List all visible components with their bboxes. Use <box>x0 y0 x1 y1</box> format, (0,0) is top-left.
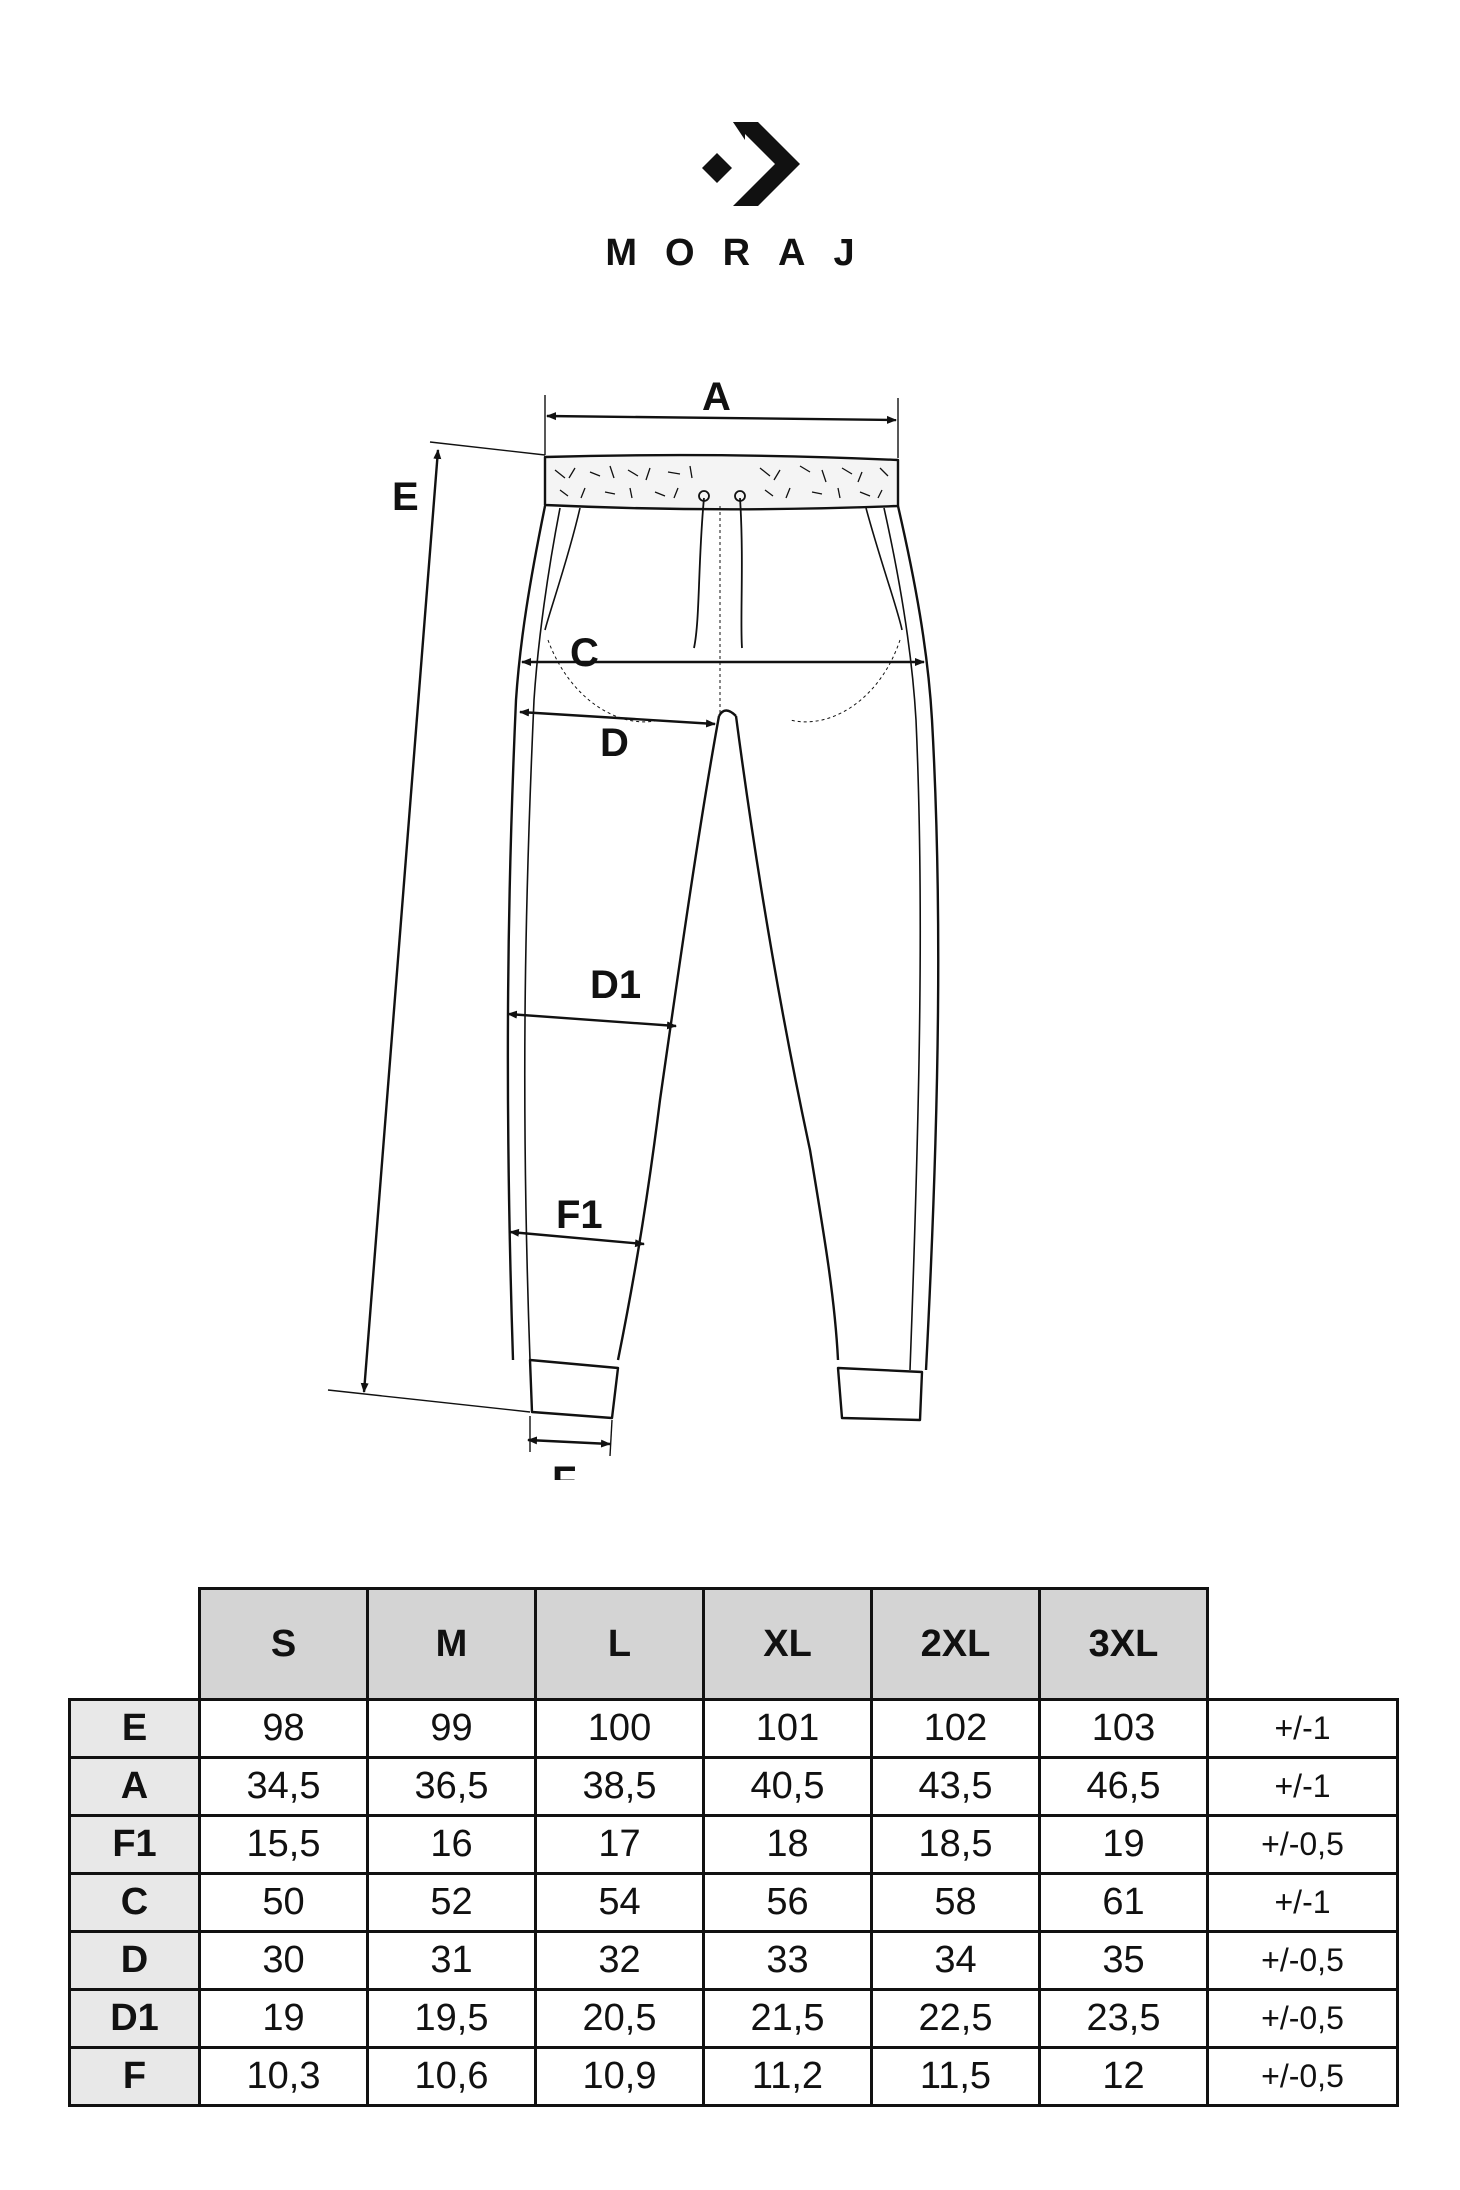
size-header-s: S <box>198 1587 369 1701</box>
table-cell: 12 <box>1038 2046 1209 2107</box>
table-cell: 19 <box>1038 1814 1209 1875</box>
table-cell: 52 <box>366 1872 537 1933</box>
label-c: C <box>570 631 599 675</box>
table-cell: 38,5 <box>534 1756 705 1817</box>
table-row: E 98 99 100 101 102 103 +/-1 <box>68 1698 1399 1759</box>
corner-cell <box>69 1588 200 1701</box>
table-cell: 30 <box>198 1930 369 1991</box>
table-cell: 19,5 <box>366 1988 537 2049</box>
brand-name: MORAJ <box>605 232 883 274</box>
table-cell: 32 <box>534 1930 705 1991</box>
row-label: E <box>68 1698 201 1759</box>
pants-outline <box>506 453 940 1422</box>
table-cell: 11,2 <box>702 2046 873 2107</box>
label-f: F <box>552 1459 576 1480</box>
table-row: F1 15,5 16 17 18 18,5 19 +/-0,5 <box>68 1814 1399 1875</box>
table-cell: 50 <box>198 1872 369 1933</box>
label-d1: D1 <box>590 963 641 1007</box>
table-cell: 35 <box>1038 1930 1209 1991</box>
dim-f-line <box>527 1436 611 1448</box>
table-cell: 19 <box>198 1988 369 2049</box>
table-cell: 20,5 <box>534 1988 705 2049</box>
tolerance-cell: +/-1 <box>1206 1872 1399 1933</box>
table-cell: 15,5 <box>198 1814 369 1875</box>
table-cell: 23,5 <box>1038 1988 1209 2049</box>
dim-a-line <box>546 412 897 424</box>
table-cell: 18,5 <box>870 1814 1041 1875</box>
tolerance-cell: +/-0,5 <box>1206 1814 1399 1875</box>
tolerance-header-cell <box>1206 1588 1398 1701</box>
label-f1: F1 <box>556 1193 603 1237</box>
brand-logo-icon <box>702 122 800 206</box>
table-row: D1 19 19,5 20,5 21,5 22,5 23,5 +/-0,5 <box>68 1988 1399 2049</box>
table-cell: 18 <box>702 1814 873 1875</box>
table-cell: 10,9 <box>534 2046 705 2107</box>
table-cell: 61 <box>1038 1872 1209 1933</box>
tolerance-cell: +/-1 <box>1206 1698 1399 1759</box>
table-cell: 34 <box>870 1930 1041 1991</box>
row-label: D1 <box>68 1988 201 2049</box>
tolerance-cell: +/-0,5 <box>1206 1988 1399 2049</box>
pants-measurement-diagram: A E C D D1 F1 F <box>327 375 940 1480</box>
table-row: A 34,5 36,5 38,5 40,5 43,5 46,5 +/-1 <box>68 1756 1399 1817</box>
size-header-3xl: 3XL <box>1038 1587 1209 1701</box>
table-cell: 43,5 <box>870 1756 1041 1817</box>
table-cell: 46,5 <box>1038 1756 1209 1817</box>
table-cell: 33 <box>702 1930 873 1991</box>
measurement-labels: A E C D D1 F1 F <box>392 375 731 1480</box>
size-chart-table: S M L XL 2XL 3XL E 98 99 100 101 102 103… <box>68 1587 1399 2107</box>
table-cell: 98 <box>198 1698 369 1759</box>
dim-d1-line <box>507 1010 677 1030</box>
table-row: D 30 31 32 33 34 35 +/-0,5 <box>68 1930 1399 1991</box>
size-header-2xl: 2XL <box>870 1587 1041 1701</box>
row-label: F1 <box>68 1814 201 1875</box>
table-row: F 10,3 10,6 10,9 11,2 11,5 12 +/-0,5 <box>68 2046 1399 2107</box>
tolerance-cell: +/-0,5 <box>1206 1930 1399 1991</box>
row-label: D <box>68 1930 201 1991</box>
dim-d-line <box>519 708 716 728</box>
row-label: C <box>68 1872 201 1933</box>
size-header-xl: XL <box>702 1587 873 1701</box>
table-cell: 36,5 <box>366 1756 537 1817</box>
dim-e-line <box>360 449 442 1393</box>
table-cell: 10,3 <box>198 2046 369 2107</box>
table-cell: 58 <box>870 1872 1041 1933</box>
label-e: E <box>392 475 419 519</box>
table-cell: 54 <box>534 1872 705 1933</box>
row-label: F <box>68 2046 201 2107</box>
table-cell: 31 <box>366 1930 537 1991</box>
waistband-texture <box>554 465 889 499</box>
label-a: A <box>702 375 731 419</box>
table-cell: 34,5 <box>198 1756 369 1817</box>
size-header-l: L <box>534 1587 705 1701</box>
table-cell: 16 <box>366 1814 537 1875</box>
size-header-m: M <box>366 1587 537 1701</box>
tolerance-cell: +/-1 <box>1206 1756 1399 1817</box>
measurement-lines <box>327 395 925 1457</box>
tolerance-cell: +/-0,5 <box>1206 2046 1399 2107</box>
table-cell: 99 <box>366 1698 537 1759</box>
table-cell: 100 <box>534 1698 705 1759</box>
table-cell: 21,5 <box>702 1988 873 2049</box>
table-cell: 11,5 <box>870 2046 1041 2107</box>
table-cell: 40,5 <box>702 1756 873 1817</box>
table-row: C 50 52 54 56 58 61 +/-1 <box>68 1872 1399 1933</box>
table-cell: 56 <box>702 1872 873 1933</box>
table-cell: 103 <box>1038 1698 1209 1759</box>
row-label: A <box>68 1756 201 1817</box>
table-cell: 101 <box>702 1698 873 1759</box>
label-d: D <box>600 721 629 765</box>
table-cell: 17 <box>534 1814 705 1875</box>
size-header-row: S M L XL 2XL 3XL <box>69 1587 1398 1701</box>
table-cell: 10,6 <box>366 2046 537 2107</box>
table-cell: 22,5 <box>870 1988 1041 2049</box>
dim-f1-line <box>509 1228 645 1248</box>
table-cell: 102 <box>870 1698 1041 1759</box>
